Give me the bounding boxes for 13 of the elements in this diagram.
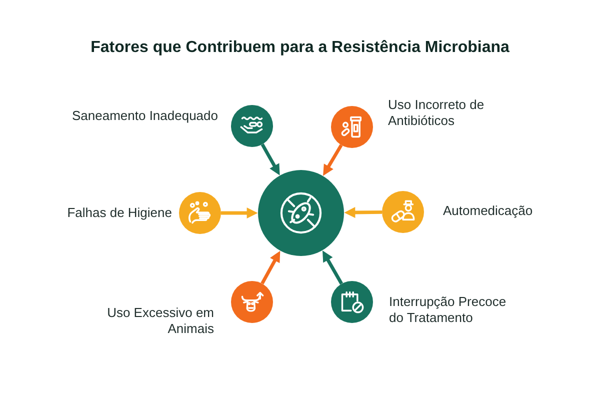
arrow — [344, 206, 382, 218]
arrow — [221, 208, 258, 218]
arrow — [323, 144, 343, 176]
title: Fatores que Contribuem para a Resistência Microbiana — [90, 38, 510, 58]
factor-label: Saneamento Inadequado — [70, 108, 218, 124]
arrow — [260, 143, 280, 176]
factor-label: Interrupção Precoce do Tratamento — [389, 294, 508, 326]
factor-label: Uso Incorreto de Antibióticos — [388, 97, 486, 129]
arrow — [322, 250, 344, 285]
factor-label: Uso Excessivo em Animais — [106, 305, 214, 337]
factor-label: Falhas de Higiene — [66, 205, 172, 221]
factor-label: Automedicação — [443, 203, 534, 219]
arrow — [260, 250, 280, 284]
